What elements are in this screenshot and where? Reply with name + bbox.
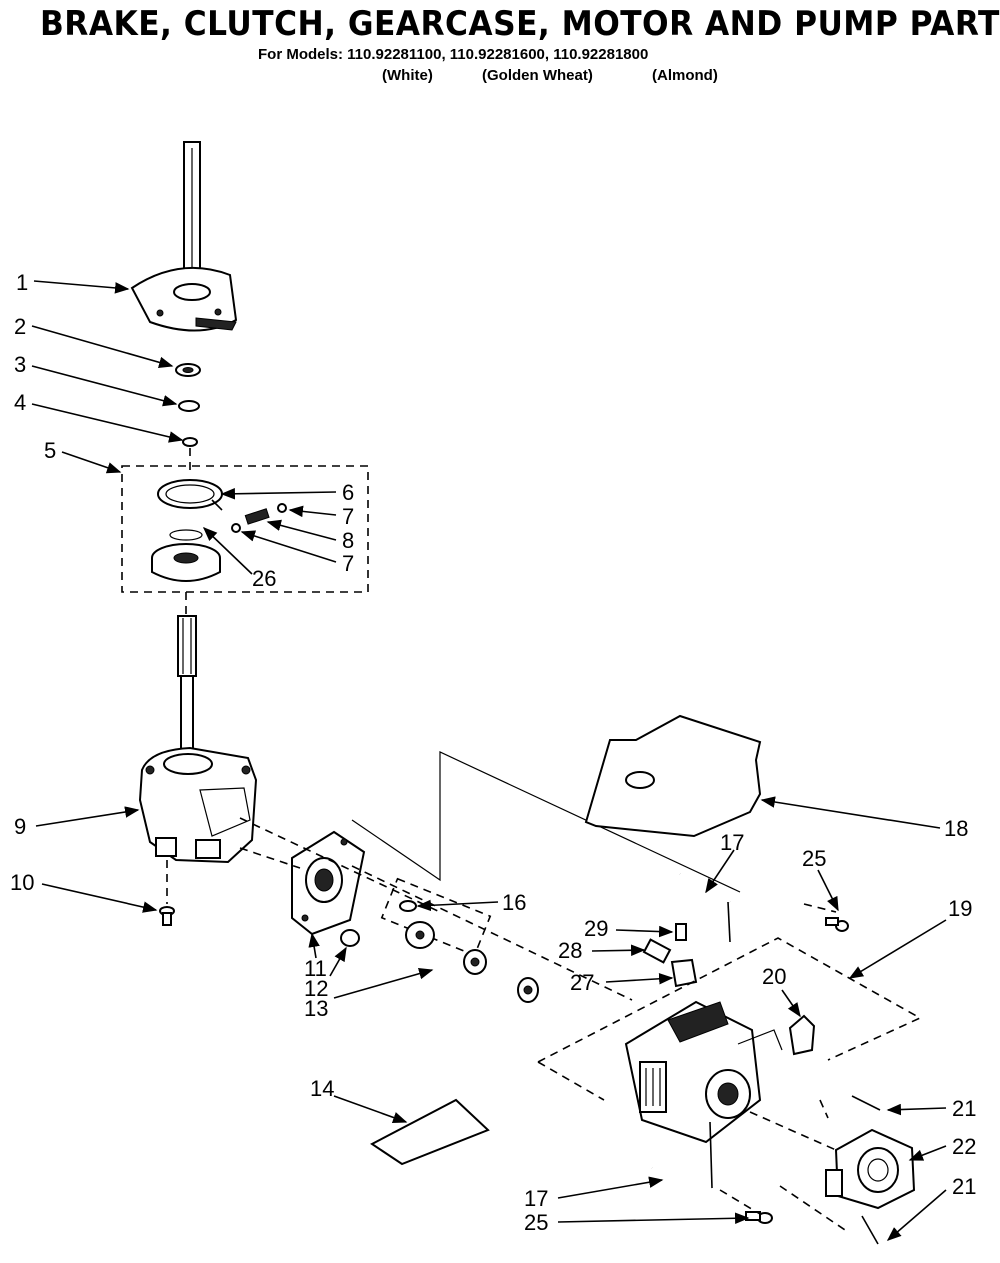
callout-7a: 7: [342, 504, 354, 529]
pin-16: [399, 900, 417, 912]
callout-8: 8: [342, 528, 354, 553]
brake-assembly: [130, 266, 238, 332]
mounting-plate-11: [291, 830, 366, 936]
callout-7b: 7: [342, 551, 354, 576]
motor: [624, 1000, 783, 1144]
callout-22: 22: [952, 1134, 976, 1159]
bolt-25-bottom: [745, 1211, 773, 1224]
clutch-parts-7-8: [231, 503, 287, 533]
clutch-pulley: [151, 529, 221, 582]
callout-27: 27: [570, 970, 594, 995]
callout-20: 20: [762, 964, 786, 989]
clutch-assembly-box: [121, 465, 369, 593]
callout-25-bottom: 25: [524, 1210, 548, 1235]
clutch-spring-6: [157, 479, 223, 511]
variant-white: (White): [382, 67, 433, 84]
bracket-27: [670, 958, 698, 988]
gearcase: [138, 746, 258, 864]
callout-18: 18: [944, 816, 968, 841]
variant-almond: (Almond): [652, 67, 718, 84]
callout-17-top: 17: [720, 830, 744, 855]
rod-17-bottom: [651, 1121, 713, 1190]
impeller-a: [405, 921, 435, 949]
clip-21-top: [851, 1095, 881, 1111]
splined-shaft: [177, 615, 197, 752]
callout-14: 14: [310, 1076, 334, 1101]
callout-19: 19: [948, 896, 972, 921]
callout-21-top: 21: [952, 1096, 976, 1121]
callout-1: 1: [16, 270, 28, 295]
callout-11: 11: [304, 956, 327, 981]
leader-lines: [31, 280, 947, 1241]
callout-9: 9: [14, 814, 26, 839]
callout-2: 2: [14, 314, 26, 339]
callout-3: 3: [14, 352, 26, 377]
pump-22: [825, 1128, 916, 1210]
callout-13: 13: [304, 996, 328, 1021]
callout-6: 6: [342, 480, 354, 505]
callout-4: 4: [14, 390, 26, 415]
bushing-12: [340, 929, 360, 947]
impeller-b: [463, 949, 487, 975]
callout-26: 26: [252, 566, 276, 591]
callout-numbers: 1 2 3 4 5 6 7 8 7 26 9 10 11 12 13 16 14…: [10, 270, 976, 1235]
pump-kit-box: [380, 877, 492, 957]
callout-10: 10: [10, 870, 34, 895]
washer-2: [175, 363, 201, 377]
callout-28: 28: [558, 938, 582, 963]
rod-17-top: [679, 872, 731, 943]
callout-16: 16: [502, 890, 526, 915]
callout-12: 12: [304, 976, 328, 1001]
callout-17-bottom: 17: [524, 1186, 548, 1211]
ring-3: [178, 400, 200, 412]
cover-plate-18: [584, 714, 762, 838]
pad-14: [370, 1098, 490, 1166]
bolt-10: [159, 906, 175, 926]
callout-25-top: 25: [802, 846, 826, 871]
ring-4: [182, 437, 198, 447]
switch-20: [788, 1014, 816, 1056]
bolt-25-top: [825, 917, 849, 932]
callout-5: 5: [44, 438, 56, 463]
clip-28: [642, 938, 672, 964]
screw-29: [675, 923, 687, 941]
seal-27: [517, 977, 539, 1003]
callout-29: 29: [584, 916, 608, 941]
page-title: BRAKE, CLUTCH, GEARCASE, MOTOR AND PUMP …: [40, 4, 1000, 44]
callout-21-bottom: 21: [952, 1174, 976, 1199]
clip-21-bottom: [861, 1215, 879, 1245]
models-line: For Models: 110.92281100, 110.92281600, …: [258, 46, 649, 63]
variant-golden-wheat: (Golden Wheat): [482, 67, 593, 84]
